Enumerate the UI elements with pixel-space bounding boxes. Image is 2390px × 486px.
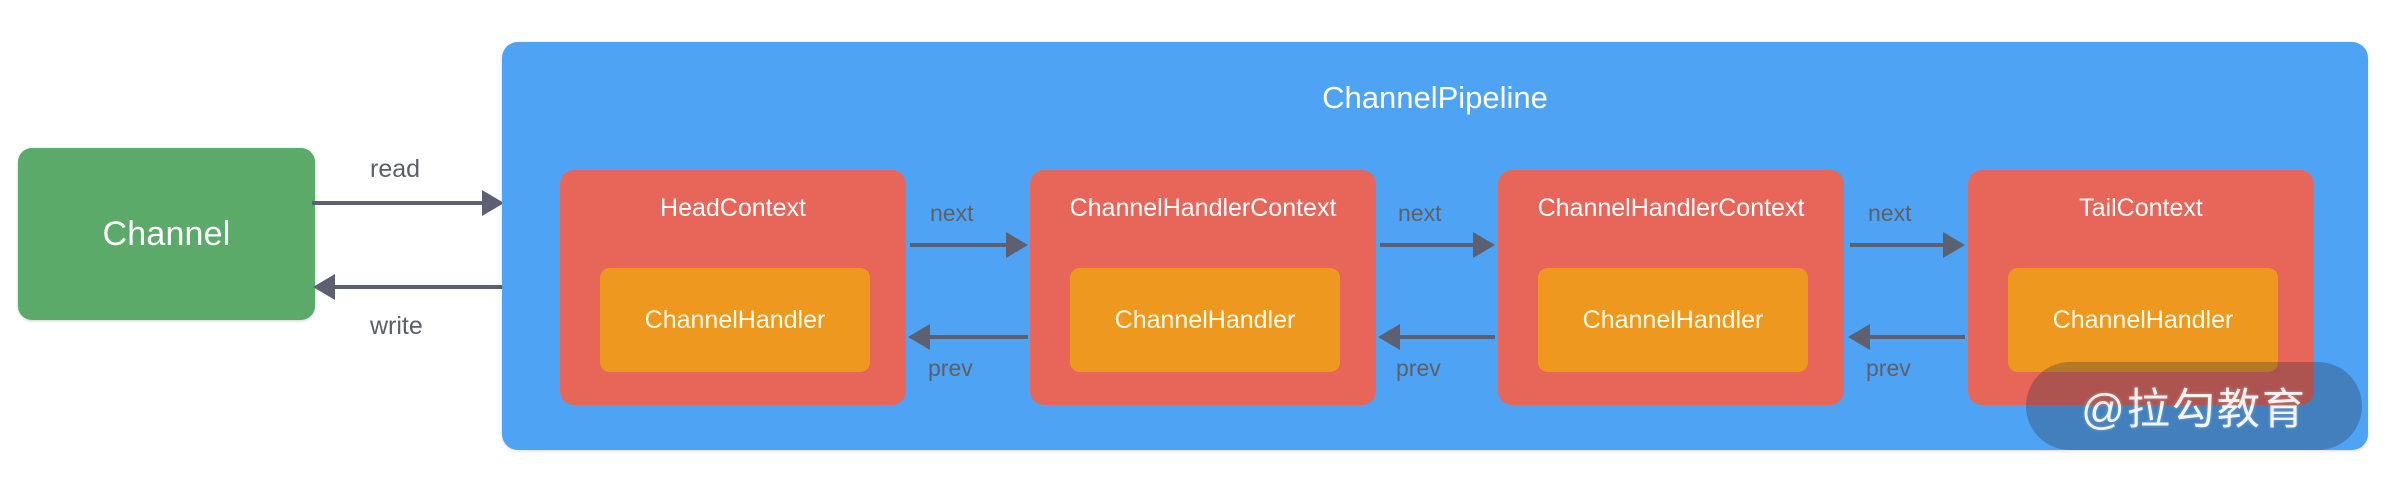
channel-node: Channel bbox=[18, 148, 315, 320]
watermark-badge: @拉勾教育 bbox=[2026, 362, 2362, 450]
write-arrow-head-icon bbox=[313, 274, 335, 300]
context-node-tail: TailContext ChannelHandler bbox=[1968, 170, 2314, 405]
prev-arrow-line-3 bbox=[1870, 335, 1965, 339]
next-arrow-head-icon-2 bbox=[1473, 232, 1495, 258]
channel-handler-node: ChannelHandler bbox=[1070, 268, 1340, 372]
context-node-2: ChannelHandlerContext ChannelHandler bbox=[1030, 170, 1376, 405]
read-edge-label: read bbox=[370, 155, 421, 183]
channel-handler-node: ChannelHandler bbox=[1538, 268, 1808, 372]
channel-handler-label: ChannelHandler bbox=[1582, 305, 1764, 334]
channel-label: Channel bbox=[102, 214, 231, 253]
context-title: ChannelHandlerContext bbox=[1537, 194, 1805, 222]
next-arrow-line-1 bbox=[910, 243, 1008, 247]
next-label-1: next bbox=[930, 200, 974, 226]
prev-label-3: prev bbox=[1866, 355, 1911, 381]
next-label-2: next bbox=[1398, 200, 1442, 226]
context-node-3: ChannelHandlerContext ChannelHandler bbox=[1498, 170, 1844, 405]
next-arrow-line-3 bbox=[1850, 243, 1945, 247]
channel-handler-label: ChannelHandler bbox=[1114, 305, 1296, 334]
prev-arrow-head-icon-2 bbox=[1378, 324, 1400, 350]
next-arrow-head-icon-1 bbox=[1006, 232, 1028, 258]
read-arrow-head-icon bbox=[482, 190, 504, 216]
prev-arrow-head-icon-1 bbox=[908, 324, 930, 350]
prev-arrow-line-2 bbox=[1400, 335, 1495, 339]
prev-arrow-line-1 bbox=[930, 335, 1028, 339]
watermark-text: @拉勾教育 bbox=[2081, 386, 2307, 434]
channel-handler-node: ChannelHandler bbox=[2008, 268, 2278, 372]
prev-arrow-head-icon-3 bbox=[1848, 324, 1870, 350]
channel-handler-node: ChannelHandler bbox=[600, 268, 870, 372]
next-label-3: next bbox=[1868, 200, 1912, 226]
write-edge-label: write bbox=[370, 312, 423, 340]
context-title: ChannelHandlerContext bbox=[1069, 194, 1337, 222]
write-arrow-line bbox=[335, 285, 505, 289]
next-arrow-head-icon-3 bbox=[1943, 232, 1965, 258]
prev-label-2: prev bbox=[1396, 355, 1441, 381]
prev-label-1: prev bbox=[928, 355, 973, 381]
read-arrow-line bbox=[312, 201, 484, 205]
context-node-head: HeadContext ChannelHandler bbox=[560, 170, 906, 405]
context-title: HeadContext bbox=[660, 194, 806, 222]
context-title: TailContext bbox=[2079, 194, 2203, 222]
channel-pipeline-title: ChannelPipeline bbox=[1322, 80, 1548, 115]
next-arrow-line-2 bbox=[1380, 243, 1475, 247]
channel-handler-label: ChannelHandler bbox=[644, 305, 826, 334]
channel-handler-label: ChannelHandler bbox=[2052, 305, 2234, 334]
